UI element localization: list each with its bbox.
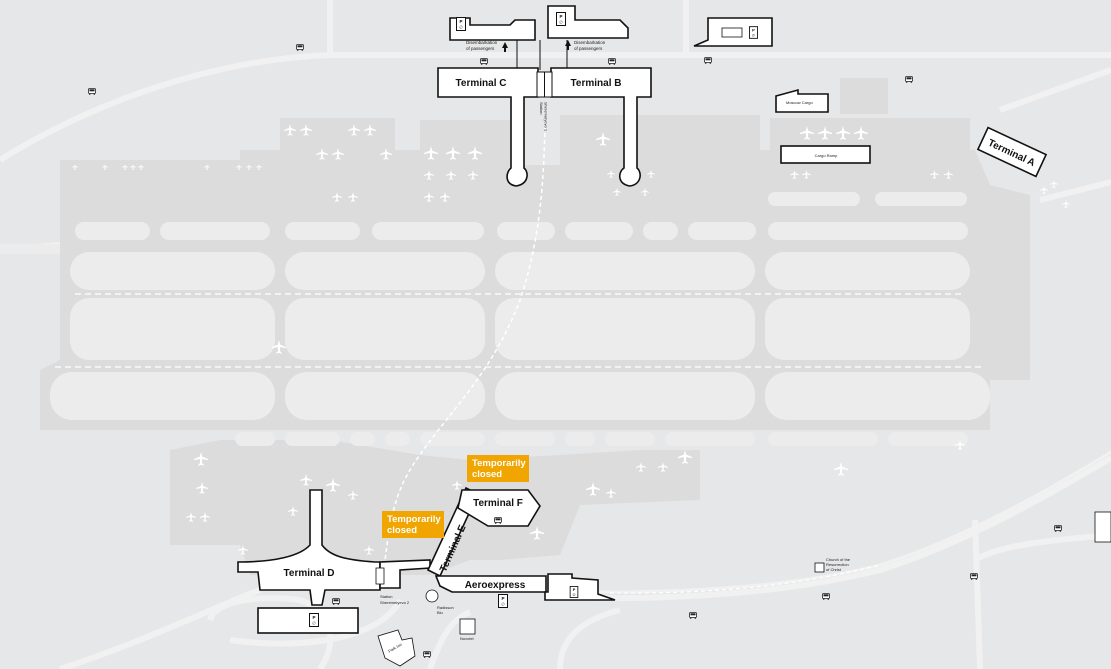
bus-icon [1054, 525, 1062, 532]
north-buildings [449, 5, 888, 164]
disembark-b-line1: Disembarkation [574, 40, 606, 45]
moscow-cargo-label: Moscow Cargo [786, 100, 813, 105]
parking-icon [749, 26, 758, 39]
aeroexpress-label: Aeroexpress [465, 580, 526, 591]
airplane-icon [1062, 200, 1070, 208]
airplane-icon [834, 462, 848, 476]
bus-icon [905, 76, 913, 83]
terminal-c-b-complex [437, 67, 652, 187]
arrow-up-icons [502, 40, 571, 52]
bus-icon [480, 58, 488, 65]
station-north-line1: Station [539, 102, 544, 114]
airplane-icon [1050, 180, 1058, 188]
terminal-d-label: Terminal D [284, 568, 335, 579]
closed-badge-f-line1: Temporarily [472, 458, 526, 469]
closed-badge-e-line1: Temporarily [387, 514, 441, 525]
bus-icon [822, 593, 830, 600]
bus-icon [88, 88, 96, 95]
bus-icon [704, 57, 712, 64]
arrow-up-icon [565, 40, 571, 50]
terminal-b-label: Terminal B [571, 78, 622, 89]
novotel-label: Novotel [460, 636, 474, 641]
south-complex [237, 486, 1111, 667]
station-south-line2: Sheremetyevo 2 [380, 600, 410, 605]
radisson-line2: Blu [437, 610, 443, 615]
runways [0, 192, 990, 446]
parking-icon [498, 594, 508, 608]
parking-icon [569, 586, 579, 598]
church-line2: Resurrection [826, 562, 849, 567]
terminal-c-label: Terminal C [456, 78, 507, 89]
park-inn-label: Park Inn [387, 642, 402, 654]
bus-icon [689, 612, 697, 619]
cargo-ramp-label: Cargo Ramp [815, 153, 838, 158]
disembark-c-line2: of passengers [466, 46, 495, 51]
disembark-b-line2: of passengers [574, 46, 603, 51]
closed-badge-f-line2: closed [472, 469, 502, 480]
closed-badge-f: Temporarily closed [467, 455, 529, 482]
runway-markings [55, 293, 985, 368]
airplane-icon [1040, 186, 1048, 194]
closed-badge-e: Temporarily closed [382, 511, 444, 538]
radisson-line1: Radisson [437, 605, 454, 610]
arrow-up-icon [502, 42, 508, 52]
closed-badge-e-line2: closed [387, 525, 417, 536]
bus-icon [494, 517, 502, 524]
rail-line [384, 104, 546, 561]
bus-icon [970, 573, 978, 580]
bus-icon [332, 598, 340, 605]
station-north-line2: Sheremetyevo 1 [544, 102, 549, 132]
parking-icon [556, 12, 566, 26]
bus-icon [423, 651, 431, 658]
disembark-c-line1: Disembarkation [466, 40, 498, 45]
church-line3: of Christ [826, 567, 842, 572]
terminal-a-building [976, 126, 1048, 178]
bus-icon [296, 44, 304, 51]
parking-icon [456, 17, 466, 31]
station-north-label: Station Sheremetyevo 1 [539, 102, 549, 132]
rail-line-east [609, 564, 881, 594]
terminal-f-label: Terminal F [473, 498, 523, 509]
parking-icon [309, 613, 319, 627]
church-line1: Church of the [826, 557, 851, 562]
station-south-line1: Station [380, 594, 392, 599]
bus-icon [608, 58, 616, 65]
